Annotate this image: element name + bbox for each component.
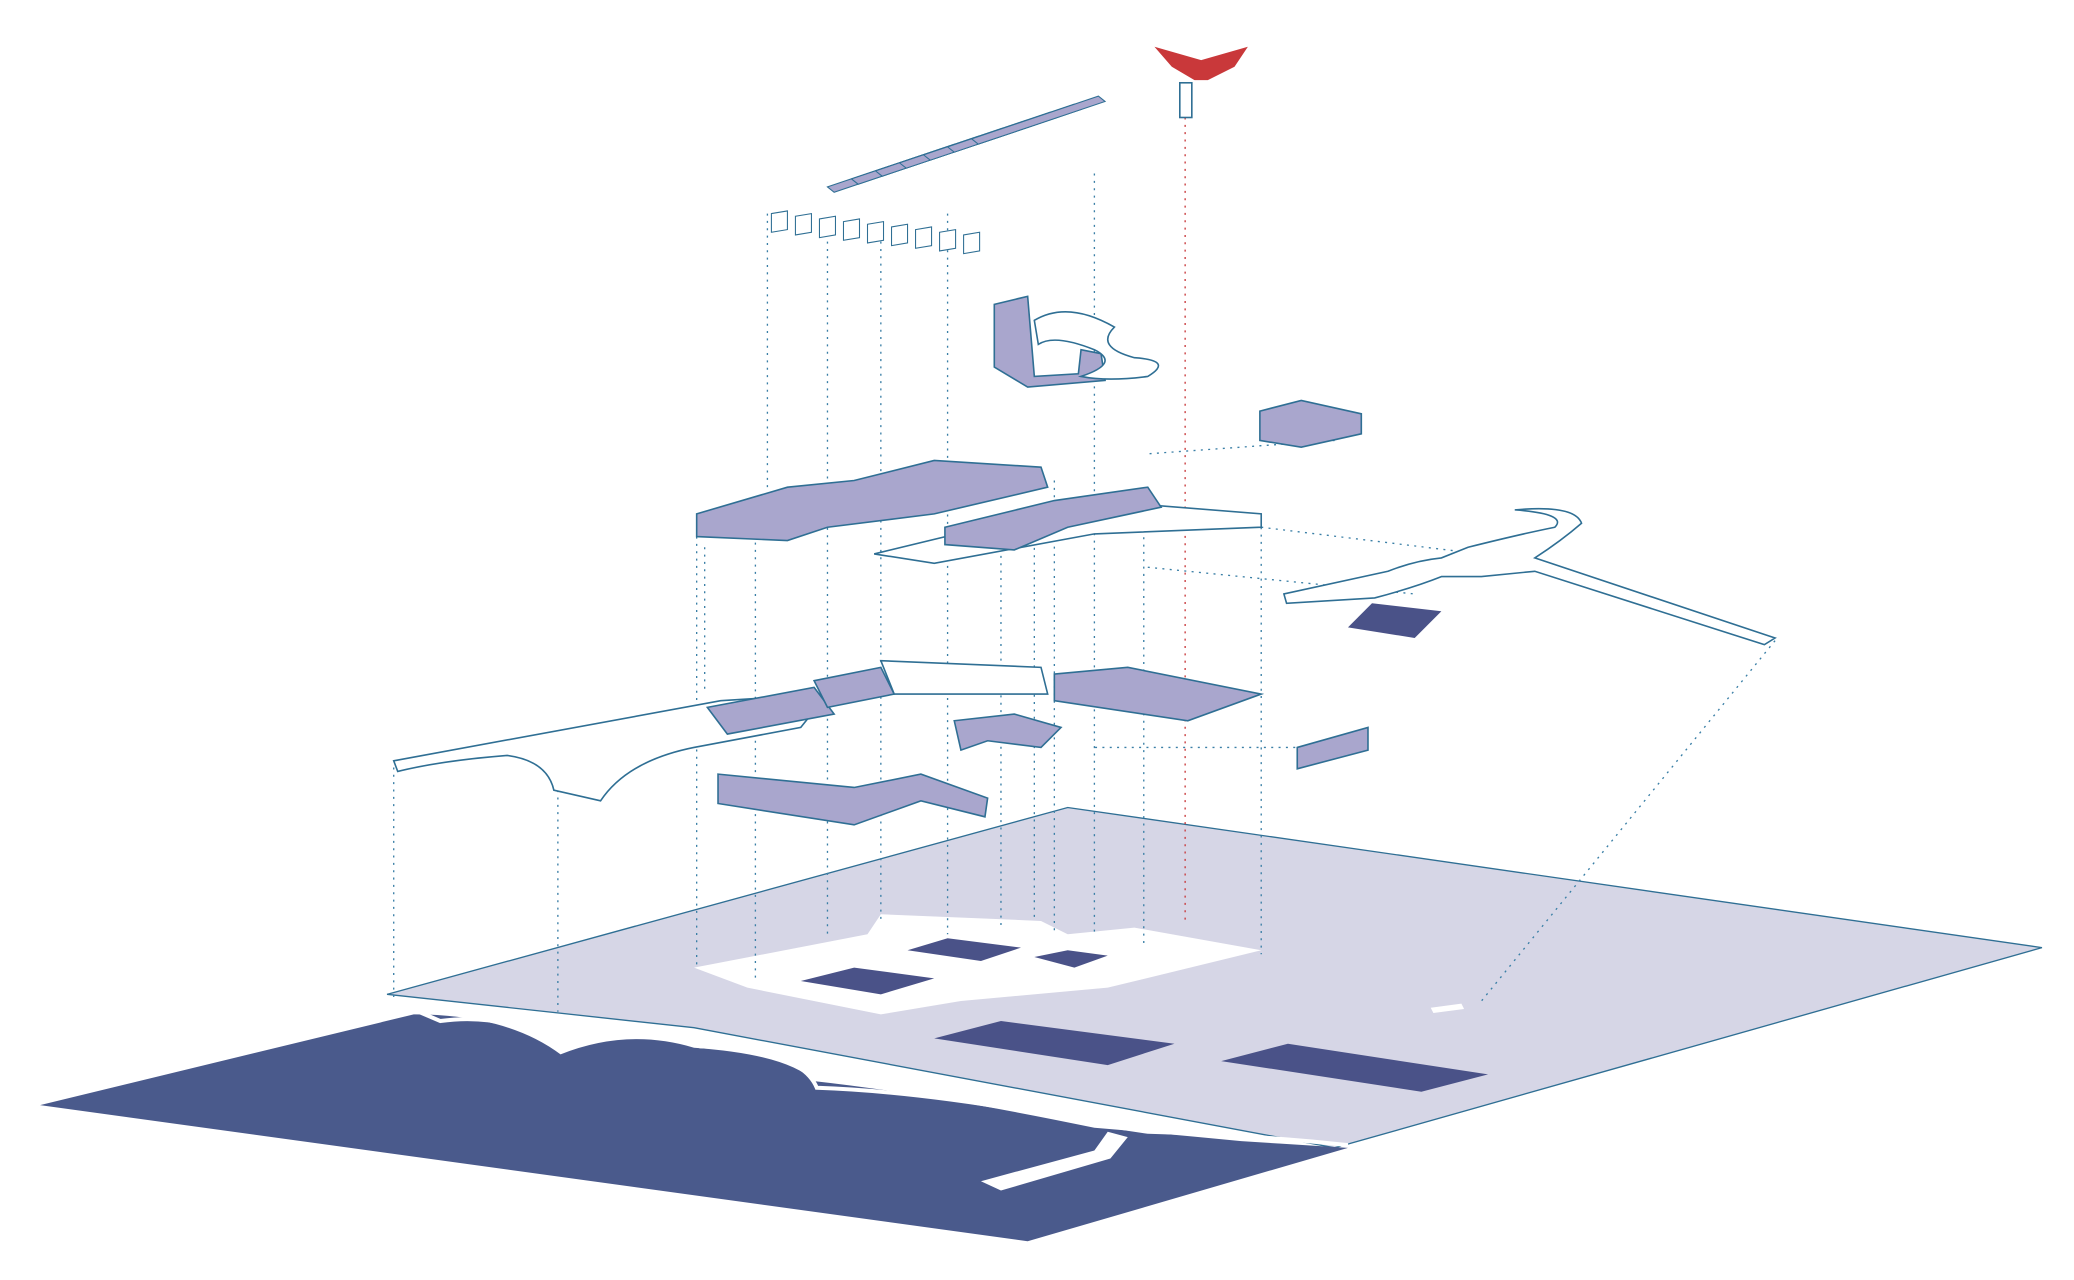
ground-floor-wing-c	[879, 659, 1049, 695]
roof-louvre-slat	[842, 218, 861, 241]
projection-line	[1261, 526, 1535, 562]
ground-floor-wing-a	[705, 686, 836, 735]
base-layer	[40, 806, 2043, 1242]
ramp-outline	[1282, 507, 1777, 646]
spiral-ramp	[1033, 311, 1160, 380]
roof-louvre-slat	[866, 220, 885, 244]
roof-louvre-slat	[890, 223, 909, 247]
courtyard-2	[907, 938, 1021, 961]
roof-louvre-slat	[794, 212, 812, 236]
small-panel	[1296, 726, 1369, 770]
pool-2	[1221, 1043, 1489, 1092]
screen-wall	[717, 773, 989, 826]
stair-core	[993, 295, 1160, 388]
roof-louvre-slat	[939, 228, 957, 252]
roof-louvre-blade	[970, 95, 1107, 145]
roof-louvres	[770, 95, 1107, 255]
courtyard-1	[800, 967, 935, 995]
ground-floor-layer	[392, 659, 1369, 826]
roof-louvre-slat	[818, 215, 837, 239]
pier	[980, 1131, 1128, 1191]
roof-louvre-slat	[915, 226, 933, 249]
landmark-sculpture	[1154, 46, 1248, 119]
upper-floor-wing-a	[695, 459, 1049, 542]
roof-louvre-slat	[770, 210, 788, 233]
amphitheater-steps	[1347, 603, 1442, 638]
site-footprint	[694, 914, 1262, 1015]
roof-louvre-slat	[963, 231, 981, 255]
site-marker	[1430, 1003, 1465, 1014]
coastline	[386, 996, 1349, 1148]
external-ramp	[1259, 399, 1777, 646]
ramp-wall-panel	[1259, 399, 1363, 448]
projection-line	[1147, 566, 1415, 595]
stair-element	[953, 713, 1063, 752]
upper-floor-wing-b	[944, 486, 1163, 551]
ground-floor-wing-d	[1053, 666, 1265, 722]
core-block	[993, 295, 1106, 388]
pool-1	[934, 1021, 1175, 1066]
upper-floor-layer	[695, 459, 1263, 565]
landmark-crown	[1154, 46, 1248, 81]
landmark-column	[1179, 81, 1193, 119]
courtyard-3	[1034, 950, 1108, 968]
ground-floor-wing-b	[812, 666, 896, 709]
ground-plane	[386, 806, 2043, 1149]
